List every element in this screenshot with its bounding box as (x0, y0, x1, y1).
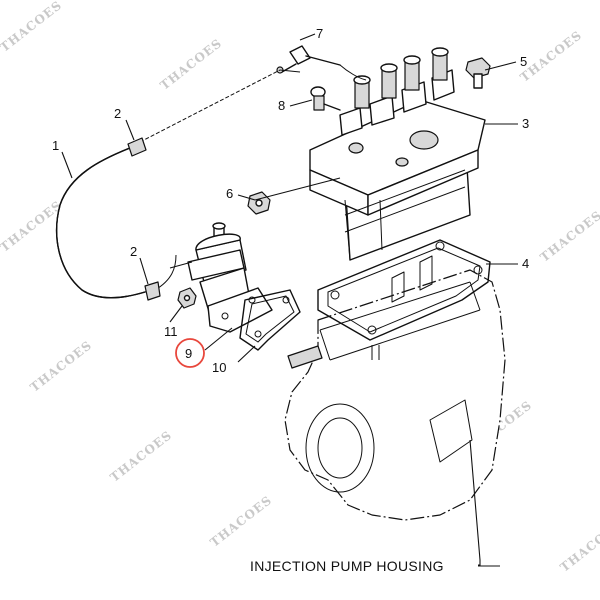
watermark: THACOES (27, 338, 94, 395)
hose-clamp-part-2 (127, 137, 161, 301)
watermark: THACOES (107, 428, 174, 485)
injection-pump-part-3 (309, 47, 486, 261)
callout-10: 10 (212, 360, 226, 375)
banjo-bolt-part-8 (310, 86, 341, 111)
watermark: THACOES (157, 36, 224, 93)
watermark: THACOES (0, 198, 65, 255)
injection-pump-housing (284, 269, 506, 521)
watermark-layer: THACOES THACOES THACOES THACOES THACOES … (0, 0, 600, 575)
callout-11: 11 (164, 324, 178, 339)
nut-part-6 (247, 191, 271, 215)
nut-part-11 (177, 287, 197, 309)
callout-9: 9 (185, 346, 192, 361)
callout-7: 7 (316, 26, 323, 41)
callout-8: 8 (278, 98, 285, 113)
callout-2: 2 (114, 106, 121, 121)
stud-part (287, 345, 323, 369)
callout-1: 1 (52, 138, 59, 153)
gasket-part-10 (239, 289, 301, 351)
callout-4: 4 (522, 256, 529, 271)
watermark: THACOES (0, 0, 65, 55)
leader-lines (61, 33, 518, 566)
feed-pump-part-9 (169, 222, 273, 333)
callout-6: 6 (226, 186, 233, 201)
watermark: THACOES (537, 208, 600, 265)
watermark: THACOES (557, 518, 600, 575)
callout-2: 2 (130, 244, 137, 259)
housing-caption: INJECTION PUMP HOUSING (250, 558, 444, 574)
gasket-part-4 (317, 239, 491, 341)
watermark: THACOES (207, 493, 274, 550)
callout-5: 5 (520, 54, 527, 69)
watermark: THACOES (517, 28, 584, 85)
callout-3: 3 (522, 116, 529, 131)
bolt-part-5 (465, 57, 491, 89)
callout-labels: 1 2 2 3 4 5 6 7 8 9 10 11 (52, 26, 529, 375)
highlight-circle (175, 338, 205, 368)
fitting-part-7 (276, 45, 341, 74)
